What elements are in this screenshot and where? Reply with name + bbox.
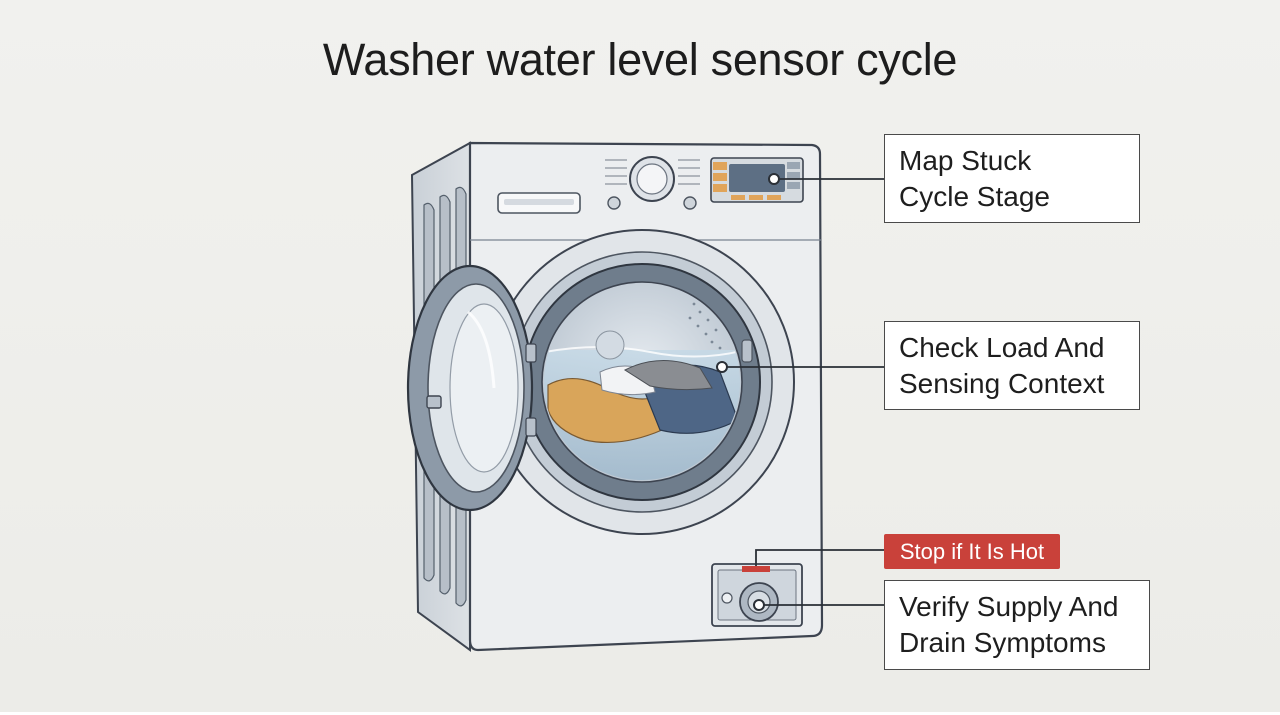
stage-callout-dot — [768, 173, 780, 185]
bottom-strip — [0, 712, 1280, 715]
callout-line: Map Stuck — [899, 145, 1032, 176]
display-screen — [729, 164, 785, 192]
laundry-gray — [623, 359, 713, 391]
callout-line: Drain Symptoms — [899, 627, 1106, 658]
control-panel — [497, 156, 804, 214]
callout-check-load-sensing-context: Check Load And Sensing Context — [884, 321, 1140, 410]
leader-line-warning — [755, 549, 884, 566]
washer-door — [406, 264, 537, 512]
door-latch — [741, 339, 753, 363]
callout-leader-lines — [727, 178, 884, 606]
callout-line: Cycle Stage — [899, 181, 1050, 212]
supply-callout-dot — [753, 599, 765, 611]
callout-line: Check Load And — [899, 332, 1105, 363]
door-handle — [426, 395, 442, 409]
drain-filter-panel — [711, 563, 803, 627]
warning-badge: Stop if It Is Hot — [884, 534, 1060, 569]
callout-map-stuck-cycle-stage: Map Stuck Cycle Stage — [884, 134, 1140, 223]
washer-drum — [489, 229, 795, 535]
diagram-title: Washer water level sensor cycle — [322, 34, 958, 85]
control-knob-left-icon — [607, 196, 621, 210]
control-knob-right-icon — [683, 196, 697, 210]
callout-line: Verify Supply And — [899, 591, 1119, 622]
callout-line: Sensing Context — [899, 368, 1105, 399]
callout-verify-supply-drain-symptoms: Verify Supply And Drain Symptoms — [884, 580, 1150, 670]
load-callout-dot — [716, 361, 728, 373]
